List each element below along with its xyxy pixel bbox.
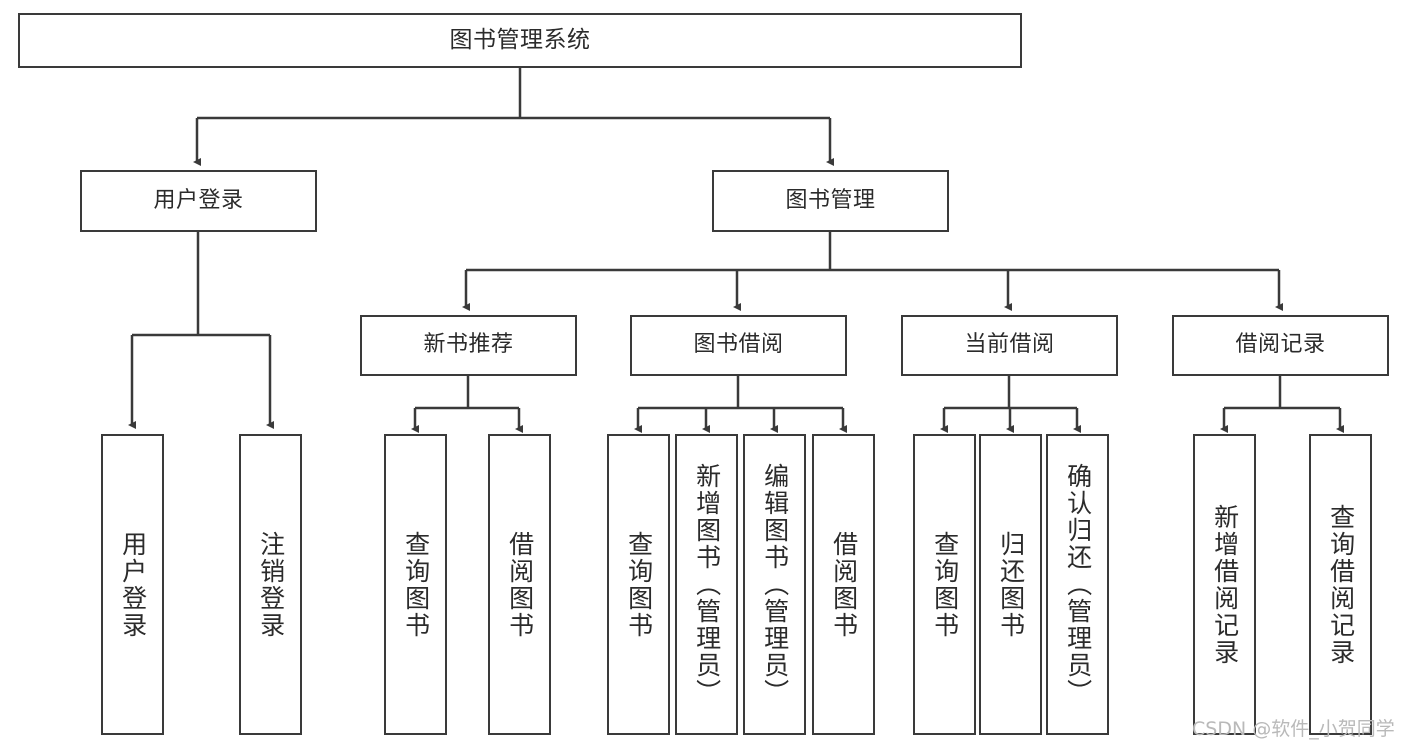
node-book-management[interactable]: 图书管理 xyxy=(712,170,949,232)
node-label: 借阅记录 xyxy=(1235,332,1326,358)
node-label: 查询图书 xyxy=(401,530,431,639)
node-label: 编辑图书（管理员） xyxy=(760,463,790,706)
node-label: 新增图书（管理员） xyxy=(692,463,722,706)
node-book-borrowing[interactable]: 图书借阅 xyxy=(630,315,847,376)
node-label: 查询图书 xyxy=(624,530,654,639)
node-label: 图书借阅 xyxy=(693,332,784,358)
leaf-current-confirm-return-admin[interactable]: 确认归还（管理员） xyxy=(1046,434,1109,735)
leaf-borrow-borrow-books[interactable]: 借阅图书 xyxy=(812,434,875,735)
node-label: 图书管理系统 xyxy=(449,26,591,53)
node-label: 查询图书 xyxy=(930,530,960,639)
node-new-book-recommendation[interactable]: 新书推荐 xyxy=(360,315,577,376)
leaf-user-login-logout[interactable]: 注销登录 xyxy=(239,434,302,735)
leaf-current-return-books[interactable]: 归还图书 xyxy=(979,434,1042,735)
node-label: 归还图书 xyxy=(996,530,1026,639)
leaf-record-query-record[interactable]: 查询借阅记录 xyxy=(1309,434,1372,735)
leaf-borrow-add-book-admin[interactable]: 新增图书（管理员） xyxy=(675,434,738,735)
node-current-borrowing[interactable]: 当前借阅 xyxy=(901,315,1118,376)
leaf-new-book-borrow-books[interactable]: 借阅图书 xyxy=(488,434,551,735)
leaf-new-book-query-books[interactable]: 查询图书 xyxy=(384,434,447,735)
node-label: 当前借阅 xyxy=(964,332,1055,358)
node-user-login[interactable]: 用户登录 xyxy=(80,170,317,232)
node-label: 确认归还（管理员） xyxy=(1063,463,1093,706)
node-root-book-management-system[interactable]: 图书管理系统 xyxy=(18,13,1022,68)
node-label: 用户登录 xyxy=(118,530,148,639)
csdn-watermark: CSDN @软件_小贺同学 xyxy=(1192,718,1395,740)
leaf-user-login-login[interactable]: 用户登录 xyxy=(101,434,164,735)
node-label: 新书推荐 xyxy=(423,332,514,358)
node-borrowing-record[interactable]: 借阅记录 xyxy=(1172,315,1389,376)
node-label: 借阅图书 xyxy=(505,530,535,639)
node-label: 查询借阅记录 xyxy=(1326,503,1356,666)
node-label: 借阅图书 xyxy=(829,530,859,639)
node-label: 图书管理 xyxy=(785,187,876,213)
node-label: 注销登录 xyxy=(256,530,286,639)
node-label: 用户登录 xyxy=(153,187,244,213)
leaf-current-query-books[interactable]: 查询图书 xyxy=(913,434,976,735)
node-label: 新增借阅记录 xyxy=(1210,503,1240,666)
leaf-borrow-edit-book-admin[interactable]: 编辑图书（管理员） xyxy=(743,434,806,735)
leaf-record-add-record[interactable]: 新增借阅记录 xyxy=(1193,434,1256,735)
leaf-borrow-query-books[interactable]: 查询图书 xyxy=(607,434,670,735)
